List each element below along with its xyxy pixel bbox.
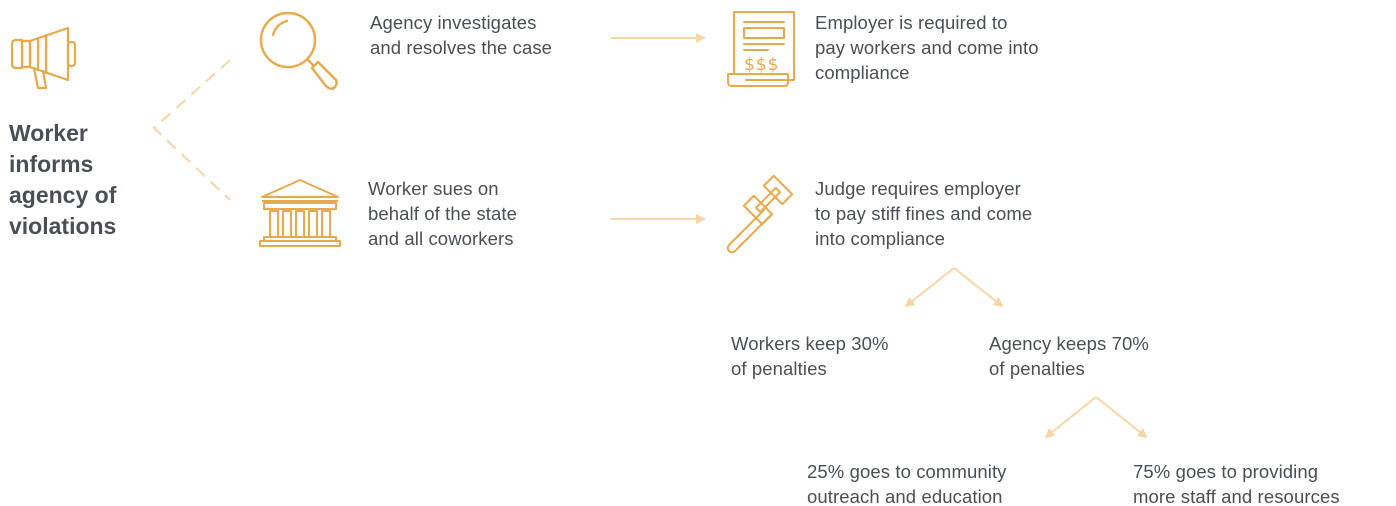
text-line: behalf of the state [368, 203, 517, 224]
gavel-icon [726, 174, 794, 254]
text-line: Worker sues on [368, 178, 499, 199]
svg-text:$$$: $$$ [744, 55, 779, 75]
arrow-to-workers-share [904, 267, 955, 308]
arrow-to-agency-share [953, 267, 1004, 308]
start-label-line: informs [9, 151, 94, 177]
step-judge-requires: Judge requires employer to pay stiff fin… [815, 176, 1032, 251]
text-line: 75% goes to providing [1133, 461, 1319, 482]
text-line: more staff and resources [1133, 486, 1340, 506]
text-line: of penalties [989, 358, 1085, 379]
text-line: Agency keeps 70% [989, 333, 1149, 354]
start-label-line: agency of [9, 182, 117, 208]
text-line: and resolves the case [370, 37, 553, 58]
invoice-dollar-icon: $$$ [727, 11, 795, 87]
text-line: Employer is required to [815, 12, 1008, 33]
text-line: of penalties [731, 358, 827, 379]
arrow-to-staff-share [1095, 396, 1148, 439]
step-worker-sues: Worker sues on behalf of the state and a… [368, 176, 517, 251]
workers-share-text: Workers keep 30% of penalties [731, 331, 889, 381]
text-line: 25% goes to community [807, 461, 1007, 482]
start-label-line: violations [9, 213, 117, 239]
start-label-line: Worker [9, 120, 88, 146]
megaphone-icon [10, 26, 77, 90]
magnifying-glass-icon [259, 11, 338, 90]
text-line: Judge requires employer [815, 178, 1021, 199]
staff-share-text: 75% goes to providing more staff and res… [1133, 459, 1340, 506]
step-employer-pays: Employer is required to pay workers and … [815, 10, 1039, 85]
step-agency-investigates: Agency investigates and resolves the cas… [370, 10, 552, 60]
text-line: Workers keep 30% [731, 333, 889, 354]
text-line: into compliance [815, 228, 946, 249]
branch-connector [152, 59, 231, 201]
outreach-share-text: 25% goes to community outreach and educa… [807, 459, 1007, 506]
text-line: pay workers and come into [815, 37, 1039, 58]
text-line: compliance [815, 62, 910, 83]
agency-share-text: Agency keeps 70% of penalties [989, 331, 1149, 381]
text-line: and all coworkers [368, 228, 514, 249]
text-line: Agency investigates [370, 12, 537, 33]
text-line: to pay stiff fines and come [815, 203, 1033, 224]
start-label: Worker informs agency of violations [9, 118, 116, 242]
text-line: outreach and education [807, 486, 1003, 506]
courthouse-icon [259, 179, 341, 247]
arrow-to-outreach-share [1044, 396, 1097, 439]
